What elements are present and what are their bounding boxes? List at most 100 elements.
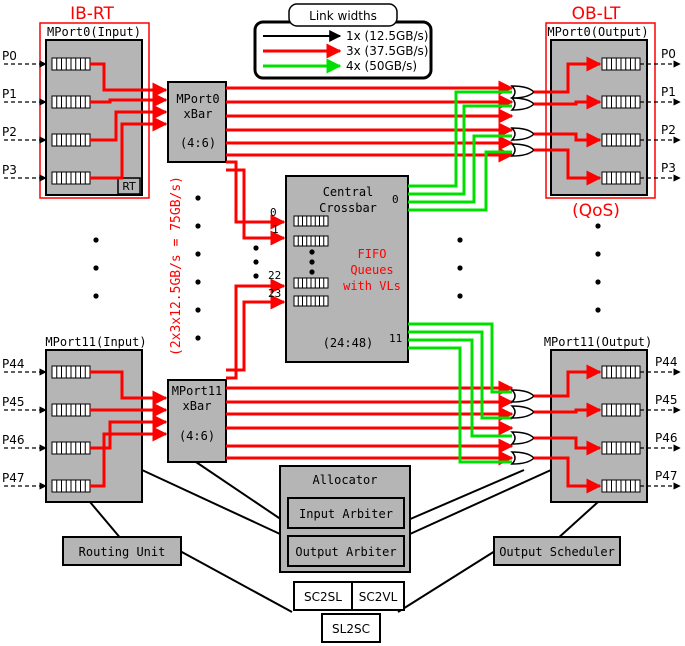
sc2vl-label: SC2VL (359, 590, 398, 604)
crossbar-fifo-queue (293, 277, 329, 289)
ellipsis-dot (309, 249, 315, 255)
heading-oblt: OB-LT (572, 4, 621, 24)
crossbar-ratio: (24:48) (323, 336, 374, 350)
ellipsis-dot (595, 251, 601, 257)
port-out-p0: P0 (661, 47, 676, 61)
or-gate (510, 405, 536, 419)
port-in-p0: P0 (2, 49, 17, 63)
output-queue (601, 365, 641, 379)
xbar0-line1: MPort0 (176, 92, 219, 106)
legend-4x: 4x (50GB/s) (346, 59, 417, 73)
port-in-p2: P2 (2, 125, 17, 139)
or-gate (510, 143, 536, 157)
output-scheduler-label: Output Scheduler (499, 545, 615, 559)
ellipsis-dot (595, 223, 601, 229)
port-out-p47: P47 (655, 469, 678, 483)
mport0-output-block: MPort0(Output) (547, 25, 649, 196)
sc2sl-label: SC2SL (304, 590, 342, 604)
crossbar-to-output-links-bottom (408, 322, 512, 464)
crossbar-to-output-links-top (408, 90, 512, 212)
mport0-output-title: MPort0(Output) (547, 25, 648, 39)
routing-unit-block: Routing Unit (62, 536, 182, 566)
central-crossbar-block: Central Crossbar (24:48) FIFO Queues wit… (268, 175, 409, 363)
bandwidth-note: (2x3x12.5GB/s = 75GB/s) (169, 176, 184, 356)
output-scheduler-block: Output Scheduler (493, 536, 621, 566)
port-out-p46: P46 (655, 431, 678, 445)
port-in-p44: P44 (2, 357, 25, 371)
output-arbiter-label: Output Arbiter (295, 545, 396, 559)
mport0-input-title: MPort0(Input) (47, 25, 141, 39)
sl2sc-label: SL2SC (332, 622, 370, 636)
xbar0-line2: xBar (184, 107, 213, 121)
or-to-output-links (534, 56, 602, 494)
ellipsis-dot (595, 307, 601, 313)
crossbar-in-1: 1 (272, 223, 279, 236)
crossbar-line1: Central (323, 185, 374, 199)
xbar0-bypass-links (226, 80, 514, 163)
mport11-output-title: MPort11(Output) (544, 335, 652, 349)
ellipsis-dot (595, 279, 601, 285)
ellipsis-dot (195, 279, 201, 285)
port-out-p3: P3 (661, 161, 676, 175)
black-control-lines (89, 461, 599, 613)
port-in-p45: P45 (2, 395, 25, 409)
routing-unit-label: Routing Unit (79, 545, 166, 559)
ellipsis-dot (253, 245, 259, 251)
allocator-title: Allocator (312, 473, 377, 487)
or-gate (510, 431, 536, 445)
crossbar-line2: Crossbar (319, 201, 377, 215)
input-queue (51, 441, 91, 455)
ellipsis-dot (195, 223, 201, 229)
or-gate (510, 451, 536, 465)
input-queue (51, 171, 91, 185)
ellipsis-dots (93, 195, 601, 341)
xbar11-line2: xBar (183, 399, 212, 413)
or-gate (510, 127, 536, 141)
heading-qos: (QoS) (572, 201, 620, 221)
mport0-input-block: MPort0(Input) RT (45, 25, 143, 196)
ellipsis-dot (253, 259, 259, 265)
mport11-input-block: MPort11(Input) (45, 335, 147, 503)
ellipsis-dot (253, 273, 259, 279)
fifo-line2: Queues (350, 263, 393, 277)
crossbar-fifo-queue (293, 235, 329, 247)
ellipsis-dot (93, 237, 99, 243)
mport11-input-title: MPort11(Input) (45, 335, 146, 349)
port-out-p45: P45 (655, 393, 678, 407)
output-queue (601, 57, 641, 71)
legend: Link widths 1x (12.5GB/s) 3x (37.5GB/s) … (253, 3, 433, 80)
xbar11-line1: MPort11 (172, 384, 223, 398)
legend-title: Link widths (309, 9, 377, 23)
crossbar-out-0: 0 (392, 193, 399, 206)
output-queue (601, 479, 641, 493)
port-in-p47: P47 (2, 471, 25, 485)
mport11-output-block: MPort11(Output) (544, 335, 652, 503)
oblt-frame (545, 22, 656, 199)
xbar-to-crossbar-links (226, 160, 286, 380)
output-queue (601, 133, 641, 147)
ellipsis-dot (195, 335, 201, 341)
legend-3x: 3x (37.5GB/s) (346, 44, 428, 58)
allocator-block: Allocator Input Arbiter Output Arbiter (279, 465, 411, 573)
ellipsis-dot (195, 307, 201, 313)
fifo-line3: with VLs (343, 279, 401, 293)
crossbar-in-22: 22 (268, 269, 281, 282)
output-queue (601, 171, 641, 185)
input-queue (51, 365, 91, 379)
ellipsis-dot (457, 265, 463, 271)
xbar11-bypass-links (226, 380, 514, 466)
crossbar-out-11: 11 (389, 332, 402, 345)
crossbar-fifo-queue (293, 215, 329, 227)
port-in-p46: P46 (2, 433, 25, 447)
xbar11-block: MPort11 xBar (4:6) (167, 379, 227, 463)
input-queue (51, 57, 91, 71)
xbar0-block: MPort0 xBar (4:6) (167, 81, 227, 163)
port-out-p44: P44 (655, 355, 678, 369)
ellipsis-dot (93, 293, 99, 299)
ellipsis-dot (195, 195, 201, 201)
output-queue (601, 441, 641, 455)
input-queue (51, 133, 91, 147)
input-to-xbar0-links (90, 62, 168, 180)
